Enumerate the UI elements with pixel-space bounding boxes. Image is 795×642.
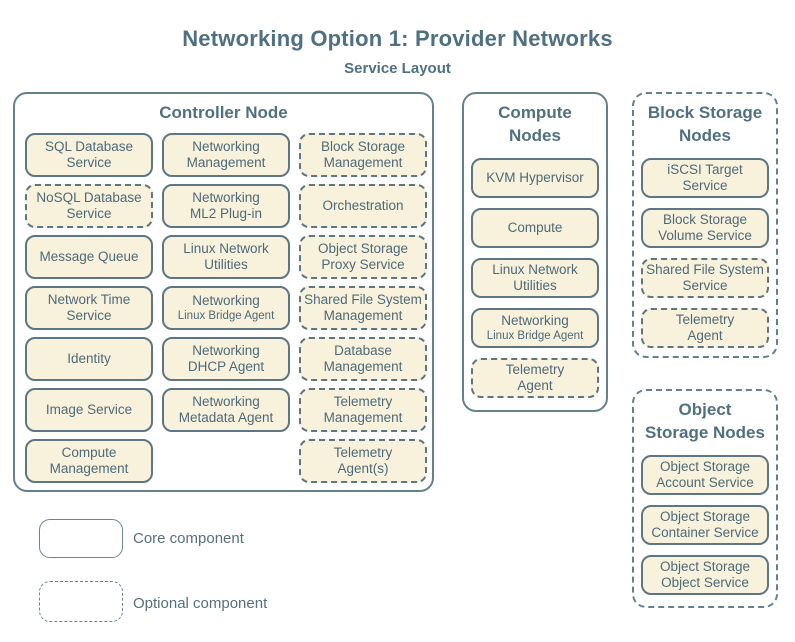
box-sql-database-service: SQL Database Service bbox=[25, 133, 153, 177]
box-compute-management: Compute Management bbox=[25, 439, 153, 483]
box-message-queue: Message Queue bbox=[25, 235, 153, 279]
box-networking-management: Networking Management bbox=[162, 133, 290, 177]
compute-services-list: KVM Hypervisor Compute Linux Network Uti… bbox=[471, 158, 599, 398]
block-storage-services-list: iSCSI Target Service Block Storage Volum… bbox=[641, 158, 769, 348]
diagram-title: Networking Option 1: Provider Networks bbox=[182, 26, 613, 51]
box-object-storage-object-service: Object Storage Object Service bbox=[641, 555, 769, 595]
object-storage-services-list: Object Storage Account Service Object St… bbox=[641, 455, 769, 595]
object-storage-nodes-title: Object Storage Nodes bbox=[645, 400, 765, 442]
box-shared-file-system-service: Shared File System Service bbox=[641, 258, 769, 298]
box-telemetry-management: Telemetry Management bbox=[299, 388, 427, 432]
controller-services-grid: SQL Database Service Networking Manageme… bbox=[25, 133, 427, 483]
legend-optional-label: Optional component bbox=[133, 595, 268, 612]
grid-empty-cell bbox=[162, 439, 290, 483]
box-object-storage-container-service: Object Storage Container Service bbox=[641, 505, 769, 545]
box-compute: Compute bbox=[471, 208, 599, 248]
box-block-storage-volume-service: Block Storage Volume Service bbox=[641, 208, 769, 248]
box-linux-network-utilities: Linux Network Utilities bbox=[162, 235, 290, 279]
block-storage-nodes-title: Block Storage Nodes bbox=[647, 103, 763, 145]
controller-node-group: Controller Node SQL Database Service Net… bbox=[13, 92, 434, 492]
legend-core-swatch bbox=[39, 519, 123, 558]
box-image-service: Image Service bbox=[25, 388, 153, 432]
block-storage-nodes-group: Block Storage Nodes iSCSI Target Service… bbox=[632, 92, 778, 358]
box-linux-network-utilities-compute: Linux Network Utilities bbox=[471, 258, 599, 298]
box-telemetry-agents: Telemetry Agent(s) bbox=[299, 439, 427, 483]
box-telemetry-agent-compute: Telemetry Agent bbox=[471, 358, 599, 398]
box-networking-dhcp-agent: Networking DHCP Agent bbox=[162, 337, 290, 381]
box-database-management: Database Management bbox=[299, 337, 427, 381]
box-identity: Identity bbox=[25, 337, 153, 381]
box-telemetry-agent-block-storage: Telemetry Agent bbox=[641, 308, 769, 348]
box-nosql-database-service: NoSQL Database Service bbox=[25, 184, 153, 228]
box-orchestration: Orchestration bbox=[299, 184, 427, 228]
compute-nodes-group: Compute Nodes KVM Hypervisor Compute Lin… bbox=[462, 92, 608, 412]
object-storage-nodes-group: Object Storage Nodes Object Storage Acco… bbox=[632, 389, 778, 608]
box-object-storage-account-service: Object Storage Account Service bbox=[641, 455, 769, 495]
box-shared-file-system-management: Shared File System Management bbox=[299, 286, 427, 330]
box-iscsi-target-service: iSCSI Target Service bbox=[641, 158, 769, 198]
legend-core-label: Core component bbox=[133, 530, 244, 547]
box-networking-ml2-plugin: Networking ML2 Plug-in bbox=[162, 184, 290, 228]
box-kvm-hypervisor: KVM Hypervisor bbox=[471, 158, 599, 198]
box-network-time-service: Network Time Service bbox=[25, 286, 153, 330]
box-networking-metadata-agent: Networking Metadata Agent bbox=[162, 388, 290, 432]
legend-optional-swatch bbox=[39, 581, 123, 622]
controller-node-title: Controller Node bbox=[159, 103, 288, 122]
diagram-subtitle: Service Layout bbox=[344, 60, 451, 77]
box-object-storage-proxy-service: Object Storage Proxy Service bbox=[299, 235, 427, 279]
box-block-storage-management: Block Storage Management bbox=[299, 133, 427, 177]
compute-nodes-title: Compute Nodes bbox=[498, 103, 572, 145]
